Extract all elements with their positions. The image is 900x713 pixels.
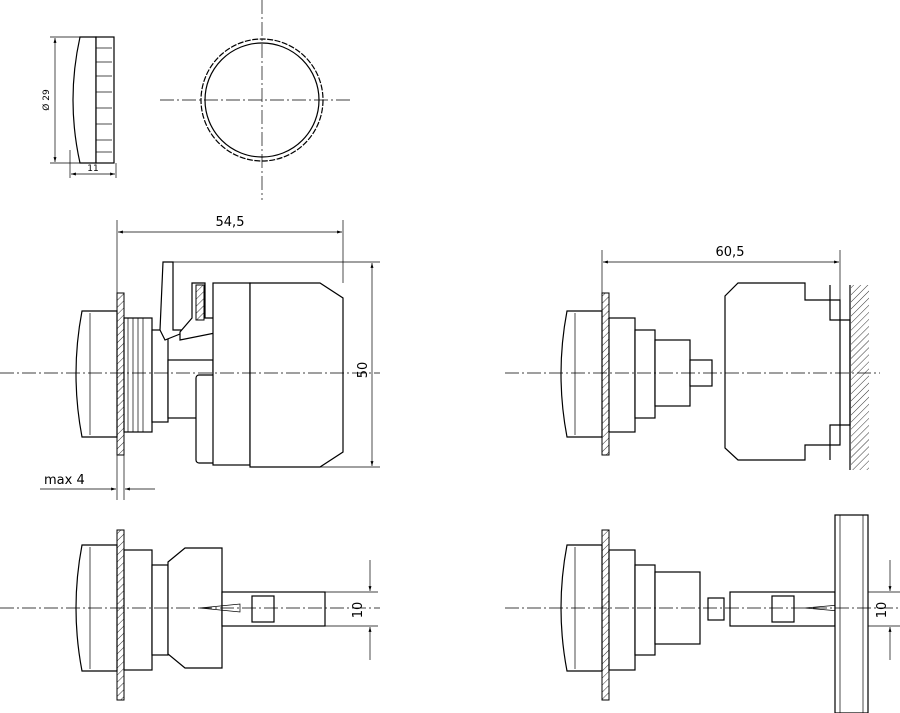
- depth-base-mount-label: 60,5: [716, 245, 745, 260]
- lens-depth-label: 11: [87, 164, 98, 174]
- width-front-mount-label: 10: [351, 602, 366, 619]
- lens-front-view: [160, 0, 352, 200]
- panel-thickness-label: max 4: [44, 473, 85, 488]
- depth-front-mount-label: 54,5: [216, 215, 245, 230]
- lens-diameter-label: Ø 29: [41, 89, 52, 111]
- front-mount-top-view: 10: [0, 529, 380, 701]
- width-base-mount-label: 10: [875, 602, 890, 619]
- base-mount-top-view: 10: [505, 514, 900, 713]
- height-label: 50: [356, 362, 371, 379]
- lens-side-view: Ø 29 11: [41, 36, 117, 178]
- front-mount-assembly: 54,5 50 max 4: [0, 215, 380, 500]
- base-mount-assembly: 60,5: [505, 245, 880, 470]
